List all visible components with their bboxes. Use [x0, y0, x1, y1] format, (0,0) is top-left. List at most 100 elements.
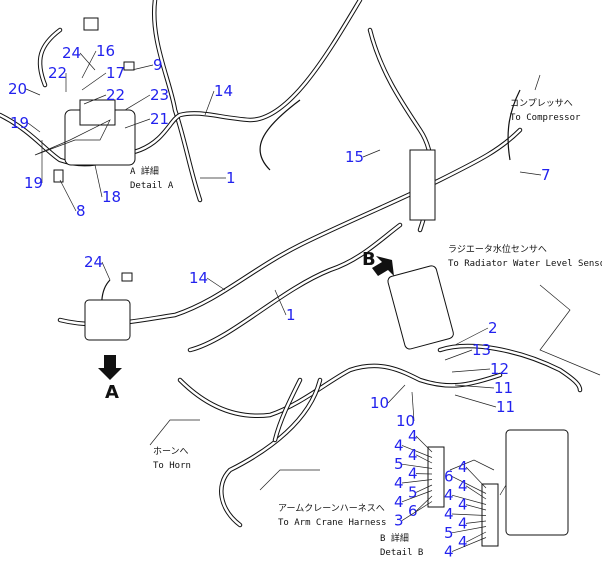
callout-label: 4: [444, 543, 454, 561]
relay: [79, 99, 116, 126]
leader-line: [454, 384, 495, 389]
connector-block: [409, 149, 436, 221]
callout-label: 8: [76, 202, 86, 220]
leader-line: [401, 463, 433, 469]
callout-label: 5: [444, 524, 454, 542]
leader-line: [401, 445, 433, 458]
callout-label: 7: [541, 166, 551, 184]
callout-label: 24: [62, 44, 81, 62]
callout-label: 4: [458, 533, 468, 551]
callout-label: 14: [189, 269, 208, 287]
leader-line: [519, 171, 542, 176]
leader-line: [415, 435, 433, 453]
leader-line: [274, 289, 287, 316]
callout-label: 11: [496, 398, 515, 416]
leader-line: [465, 466, 487, 489]
view-marker-a: A: [105, 382, 119, 403]
leader-line: [83, 94, 107, 105]
callout-label: 4: [394, 474, 404, 492]
leader-line: [362, 149, 381, 158]
leader-line: [465, 485, 487, 500]
wire: [177, 363, 503, 419]
callout-label: 19: [10, 114, 29, 132]
wire: [259, 99, 301, 171]
horn-jp: ホーンへ: [153, 446, 189, 457]
fuse-box-detail-b: [505, 429, 569, 536]
callout-label: 18: [102, 188, 121, 206]
callout-label: 1: [226, 169, 236, 187]
compressor-en: To Compressor: [510, 113, 581, 123]
notes: A 詳細 Detail A コンプレッサへ To Compressor ラジエー…: [130, 98, 602, 558]
detail-a-en: Detail A: [130, 181, 174, 191]
callout-label: 1: [286, 306, 296, 324]
leader-line: [94, 164, 103, 198]
callout-label: 4: [458, 477, 468, 495]
callout-label: 9: [153, 56, 163, 74]
harness-wires: [0, 0, 583, 547]
leader-line: [451, 526, 487, 534]
connector-strip-right: [481, 483, 499, 547]
connector: [121, 272, 133, 282]
fuse-box-main: [84, 299, 131, 341]
leader-line: [454, 394, 497, 408]
callout-label: 23: [150, 86, 169, 104]
leader-line: [444, 349, 473, 361]
detail-b-en: Detail B: [380, 548, 423, 558]
leader-line: [401, 501, 433, 521]
leader-line: [454, 327, 489, 346]
leader-line: [411, 391, 415, 422]
leader-line: [451, 494, 487, 505]
arm-crane-jp: アームクレーンハーネスへ: [278, 503, 385, 514]
compressor-jp: コンプレッサへ: [510, 98, 573, 109]
connector: [83, 17, 99, 31]
callout-label: 5: [394, 455, 404, 473]
callout-label: 24: [84, 253, 103, 271]
leader-line: [465, 504, 487, 511]
leader-line: [101, 261, 111, 281]
leader-line: [131, 64, 154, 71]
leader-line: [401, 490, 433, 503]
connector-strip-left: [427, 446, 445, 508]
callout-label: 2: [488, 319, 498, 337]
callout-label: 5: [408, 483, 418, 501]
callout-label: 4: [458, 496, 468, 514]
leader-line: [59, 179, 77, 212]
callout-label: 19: [24, 174, 43, 192]
leader-line: [451, 368, 491, 373]
arm-crane-en: To Arm Crane Harness: [278, 518, 386, 528]
callout-label: 4: [444, 486, 454, 504]
callout-label: 22: [48, 64, 67, 82]
callout-label: 4: [408, 465, 418, 483]
leader-line: [27, 122, 41, 133]
radiator-en: To Radiator Water Level Sensor: [448, 259, 602, 269]
callout-label: 15: [345, 148, 364, 166]
callout-label: 17: [106, 64, 125, 82]
leader-line: [451, 513, 487, 516]
callout-label: 4: [458, 514, 468, 532]
callout-label: 16: [96, 42, 115, 60]
callout-label: 6: [408, 502, 418, 520]
leader-line: [401, 479, 433, 484]
callout-label: 12: [490, 360, 509, 378]
callout-label: 4: [394, 493, 404, 511]
leader-line: [451, 476, 487, 494]
leader-line: [415, 484, 433, 493]
leader-line: [25, 88, 41, 96]
view-arrow-a-icon: [98, 355, 122, 380]
leader-line: [79, 52, 96, 71]
detail-a-jp: A 詳細: [130, 165, 159, 177]
callout-label: 20: [8, 80, 27, 98]
markers: A B: [98, 249, 394, 403]
leader-line: [415, 454, 433, 464]
leader-line: [81, 50, 97, 79]
view-arrow-b-icon: [372, 256, 394, 276]
guide-lines: [34, 74, 601, 491]
callout-label: 3: [394, 512, 404, 530]
horn-en: To Horn: [153, 461, 191, 471]
connector-cap: [53, 169, 64, 183]
callout-label: 4: [458, 458, 468, 476]
leader-line: [465, 520, 487, 524]
